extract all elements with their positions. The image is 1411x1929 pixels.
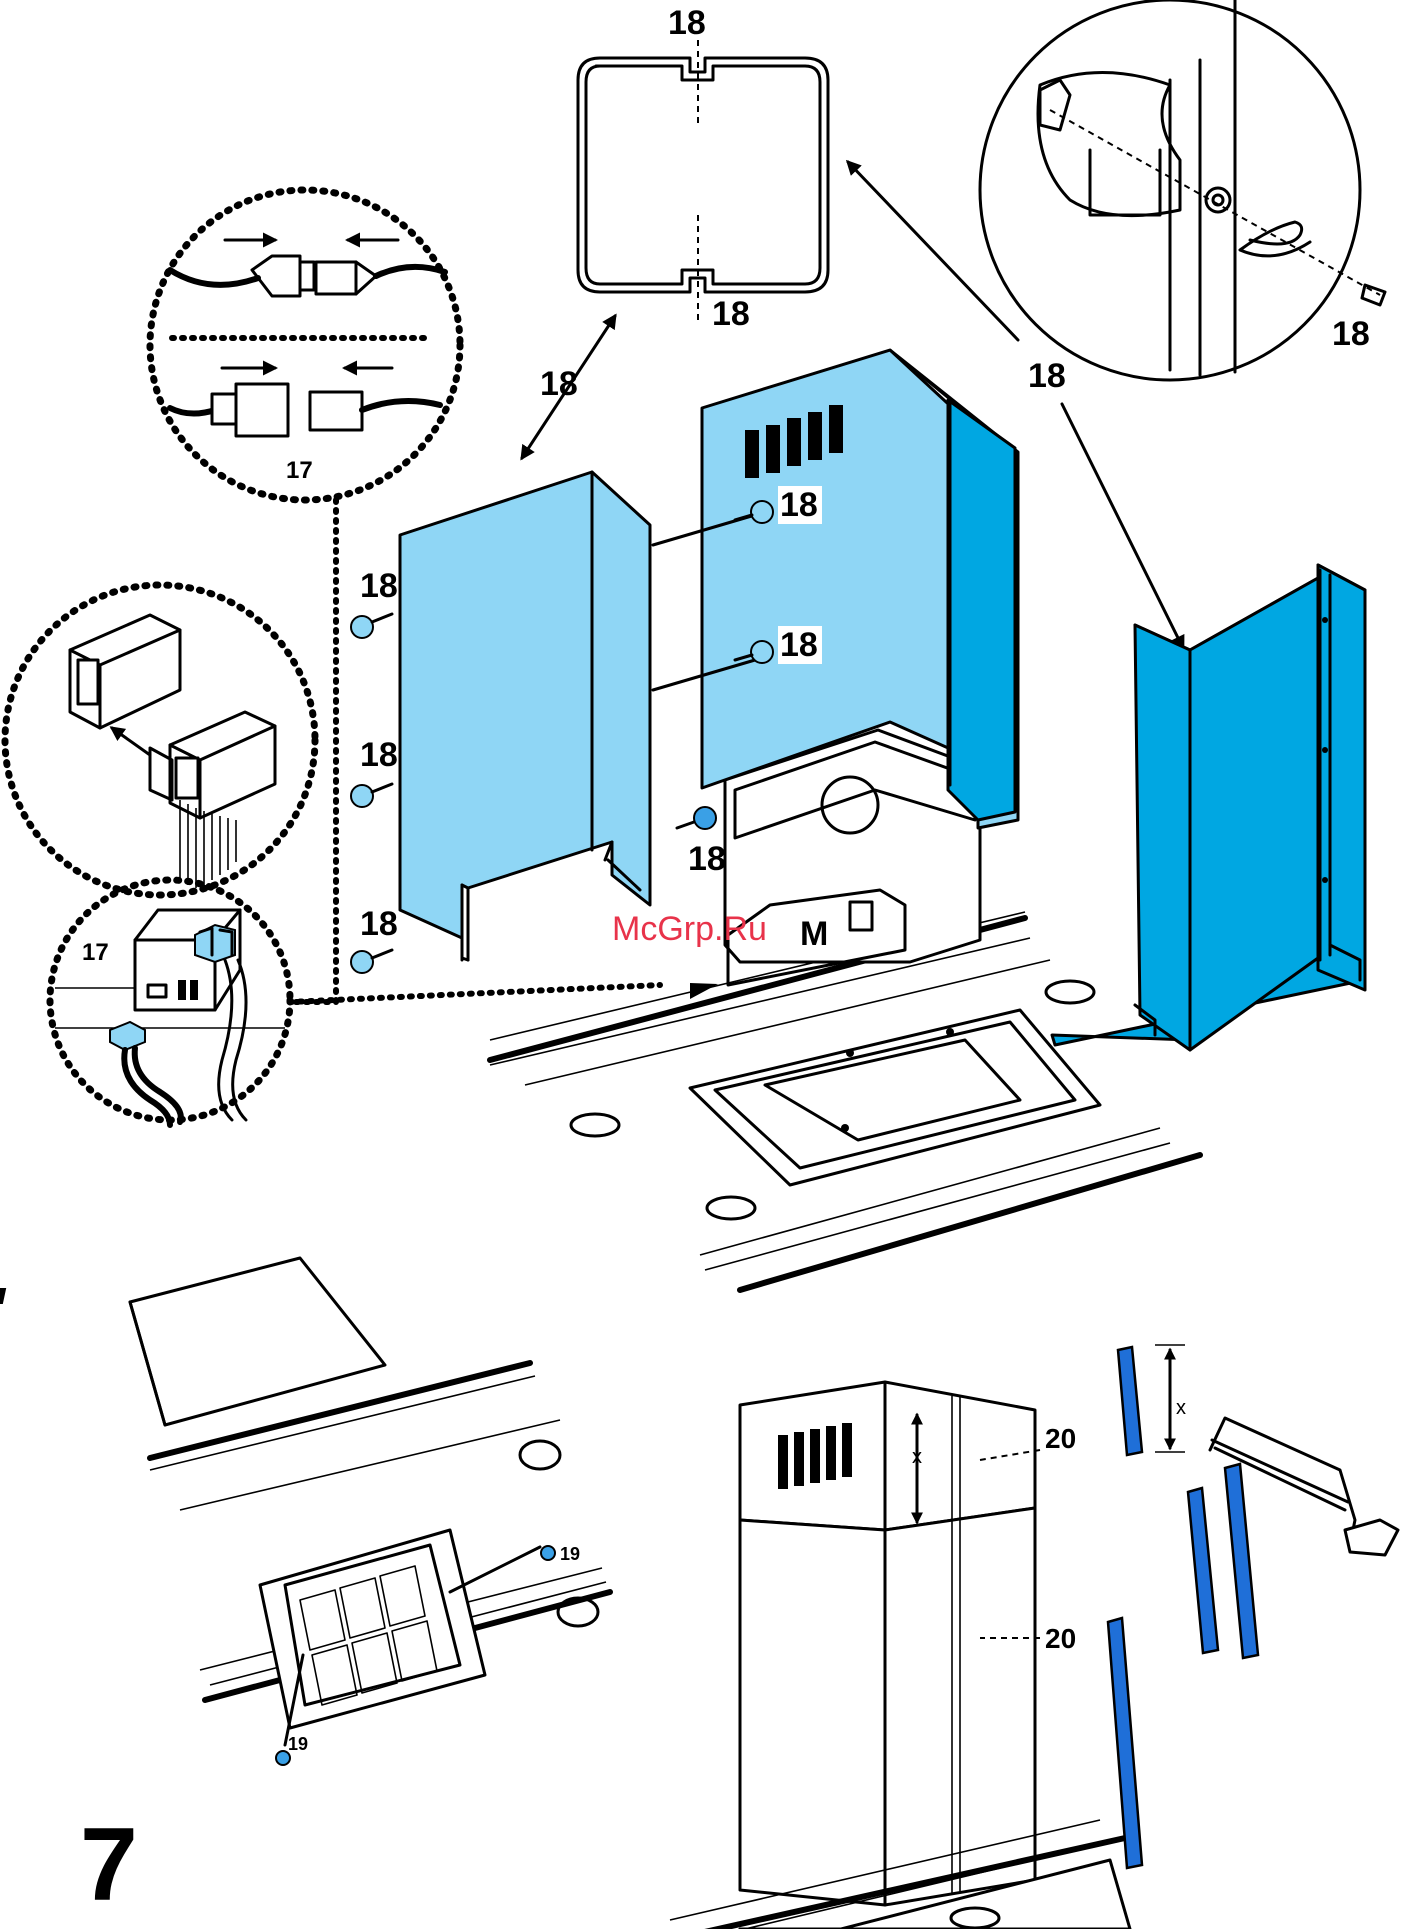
connector-label-bottom: 17 [82, 939, 109, 966]
front-cover-panel: 18 18 18 [351, 472, 650, 973]
upper-screw-label-3: 18 [688, 840, 726, 878]
pin-detail-circle: 18 [980, 0, 1385, 380]
step-number: 7 [80, 1807, 138, 1923]
chimney-cross-section: 18 18 [578, 4, 828, 333]
filter-view: 19 19 [0, 1258, 610, 1765]
front-screw-label-3: 18 [360, 905, 398, 943]
watermark: McGrp.Ru [612, 910, 767, 948]
filter-screw-label-1: 19 [560, 1544, 580, 1564]
plug-detail-circle [5, 585, 315, 895]
pin-label: 18 [1332, 315, 1370, 353]
connector-detail-circle: 17 [150, 190, 460, 500]
hood-base [490, 912, 1200, 1290]
guide-label-upper: 20 [1045, 1423, 1076, 1454]
back-cover-panel [1052, 565, 1365, 1050]
front-screw-label-2: 18 [360, 736, 398, 774]
section-arrow-right [848, 162, 1018, 340]
cut-length-label-chimney: x [912, 1446, 922, 1468]
back-panel-arrow [1062, 404, 1183, 648]
connector-label-top: 17 [286, 457, 313, 484]
upper-screw-label-2: 18 [780, 626, 818, 664]
junction-box-circle: 17 [50, 880, 290, 1125]
upper-screw-label-1: 18 [780, 486, 818, 524]
assembled-chimney: x 20 20 [660, 1382, 1130, 1929]
guide-label-lower: 20 [1045, 1623, 1076, 1654]
motor-label: M [800, 915, 828, 953]
section-label-top: 18 [668, 4, 706, 42]
section-arrow-left-label: 18 [540, 365, 578, 403]
section-arrow-right-label: 18 [1028, 357, 1066, 395]
section-label-bottom: 18 [712, 295, 750, 333]
cut-length-label-strip: x [1176, 1397, 1186, 1419]
front-screw-label-1: 18 [360, 567, 398, 605]
filter-screw-label-2: 19 [288, 1734, 308, 1754]
